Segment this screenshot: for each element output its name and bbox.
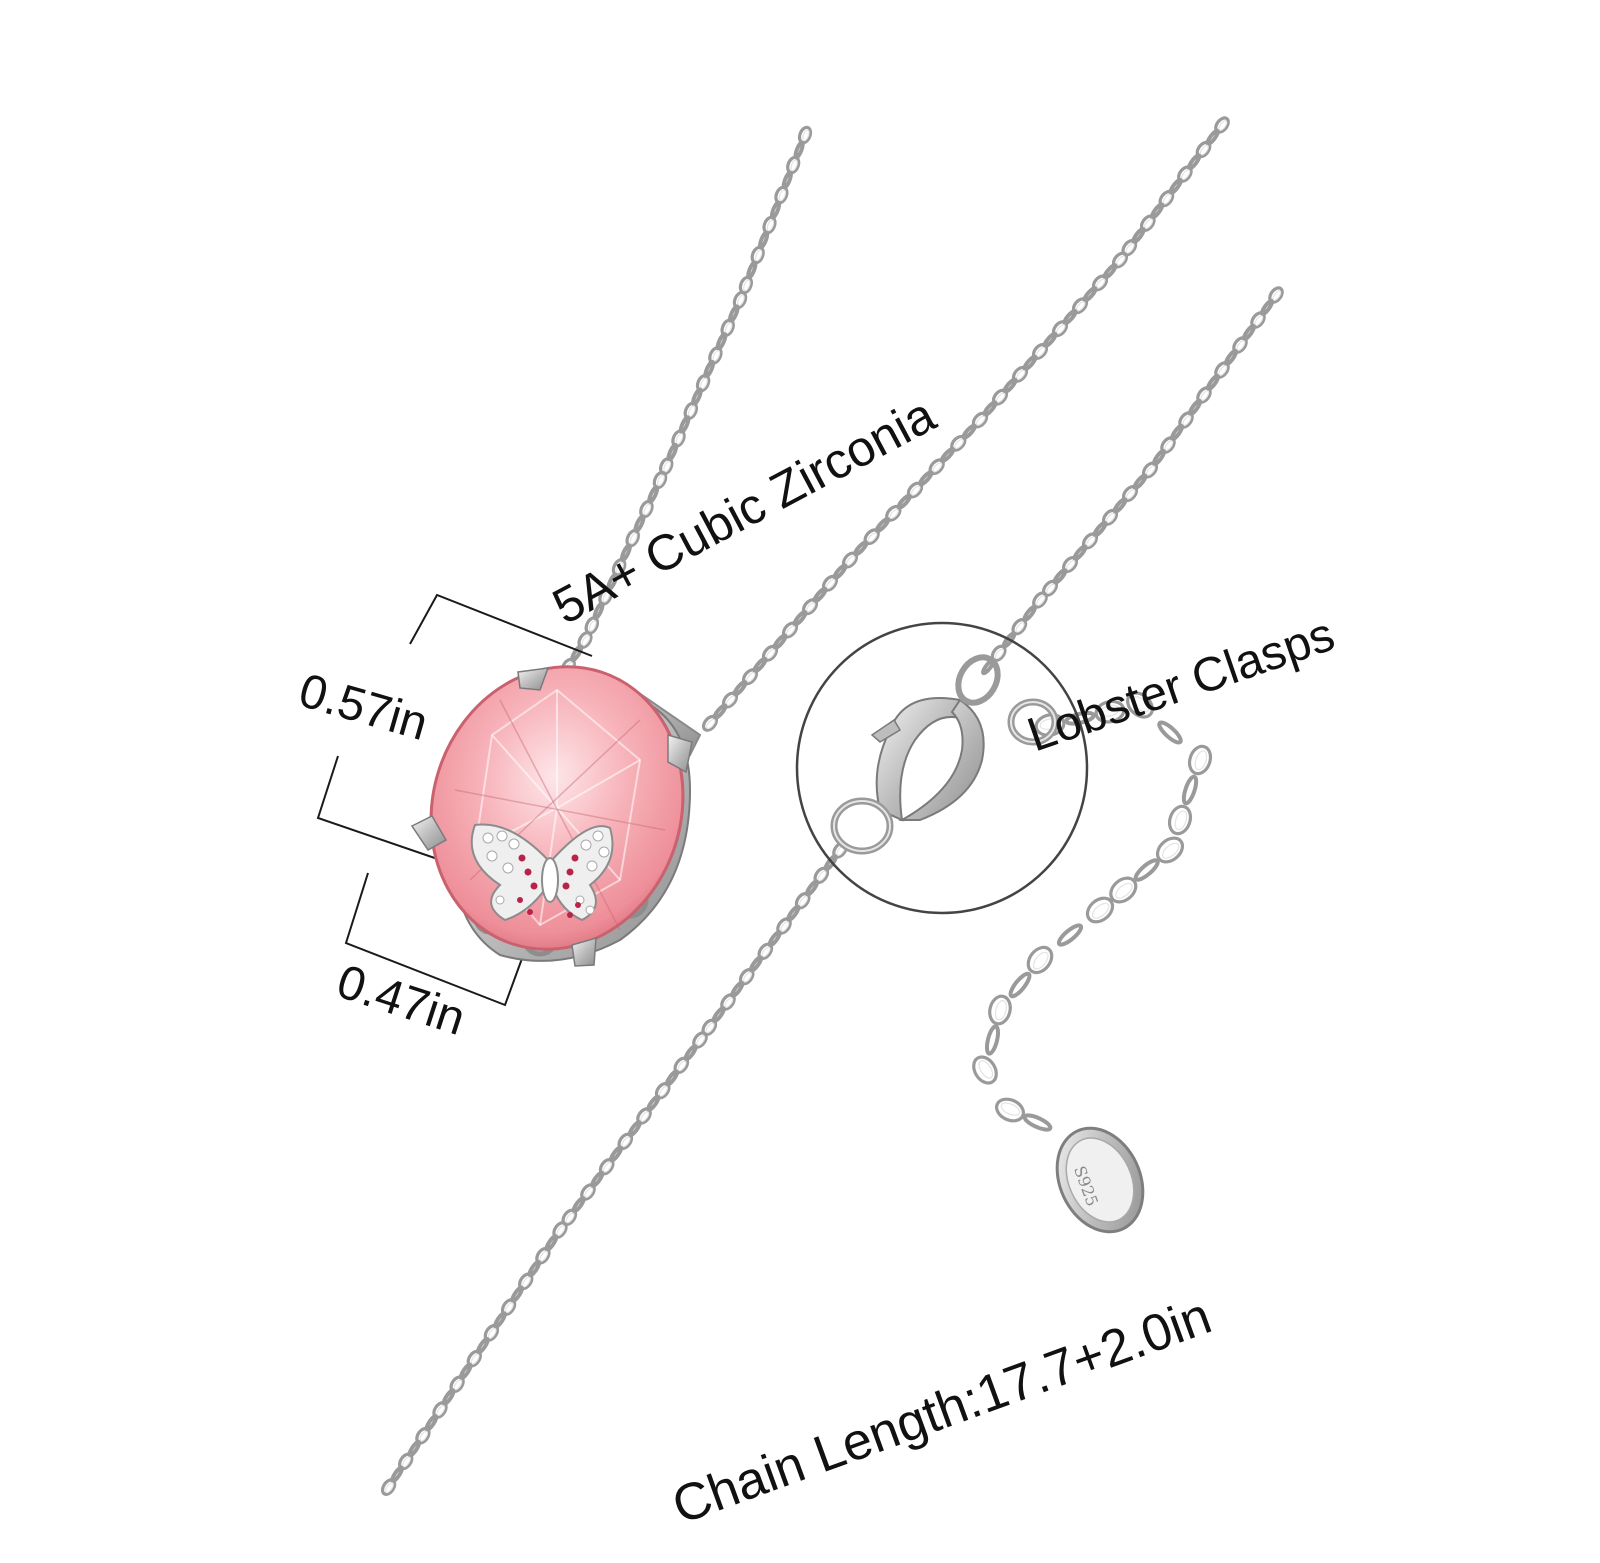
- chain-link-highlight: [705, 1022, 715, 1034]
- chain-link-highlight: [790, 159, 798, 172]
- chain-link-highlight: [743, 279, 751, 292]
- chain-link-highlight: [539, 1250, 549, 1262]
- chain-link-highlight: [1099, 704, 1121, 717]
- chain-link-highlight: [889, 508, 899, 520]
- chain-link: [1133, 858, 1160, 882]
- chain-link-highlight: [975, 415, 986, 426]
- chain-link-highlight: [565, 1212, 575, 1224]
- chain-link: [988, 994, 1012, 1026]
- chain-link-highlight: [402, 1456, 411, 1468]
- chain-link-highlight: [1146, 465, 1156, 476]
- chain-link: [1022, 1113, 1053, 1132]
- chain-link: [994, 1097, 1026, 1123]
- chain-link-highlight: [706, 718, 716, 730]
- chain-link-highlight: [724, 997, 734, 1008]
- chain-link-highlight: [584, 1187, 594, 1198]
- chain-link: [1167, 804, 1193, 836]
- chain-link-highlight: [640, 1111, 650, 1122]
- chain-link: [1056, 923, 1084, 947]
- chain-link-highlight: [1132, 696, 1150, 713]
- chain-link-highlight: [910, 485, 921, 496]
- chain-link: [1157, 720, 1183, 745]
- s925-tag: [1055, 1126, 1145, 1234]
- chain-link-highlight: [978, 1060, 994, 1079]
- chain-link-highlight: [677, 1060, 687, 1072]
- chain-link-highlight: [629, 532, 638, 545]
- chain-link-highlight: [616, 561, 624, 574]
- chain-link-highlight: [799, 895, 808, 907]
- chain-link-highlight: [817, 870, 827, 882]
- chain-link-highlight: [778, 189, 787, 202]
- chain-link-highlight: [663, 460, 671, 473]
- chain-link-highlight: [932, 462, 943, 473]
- chain-link: [1181, 774, 1199, 806]
- chain-link-highlight: [581, 634, 591, 647]
- chain-link: [984, 1024, 1001, 1056]
- chain-link-highlight: [603, 1161, 612, 1173]
- chain-link: [1008, 971, 1032, 999]
- chain-link-highlight: [1032, 951, 1049, 970]
- chain-link-highlight: [657, 474, 665, 487]
- chain-link-highlight: [1046, 583, 1056, 595]
- chain-link-highlight: [1015, 622, 1025, 633]
- chain-link: [1022, 604, 1037, 622]
- chain-link: [701, 714, 719, 732]
- chain-link-highlight: [761, 946, 771, 958]
- chain-link-highlight: [588, 620, 597, 632]
- chain-link-highlight: [1000, 1102, 1021, 1116]
- chain-link-highlight: [1036, 595, 1046, 606]
- chain-link-highlight: [994, 648, 1005, 660]
- extender-chain: [972, 691, 1213, 1132]
- chain-link-highlight: [802, 129, 810, 142]
- chain-link-highlight: [1161, 842, 1180, 859]
- chain-link-highlight: [954, 438, 964, 450]
- chain-link-highlight: [556, 1225, 566, 1237]
- chain-link-highlight: [1086, 536, 1096, 547]
- chain-link-highlight: [1126, 489, 1136, 500]
- chain-link-highlight: [994, 1000, 1007, 1021]
- chain-link-highlight: [696, 1035, 706, 1046]
- chain-link-highlight: [1174, 810, 1188, 831]
- chain-link: [380, 1478, 397, 1496]
- chain-link-highlight: [643, 503, 652, 516]
- chain-link-highlight: [867, 532, 878, 543]
- chain-link-highlight: [780, 921, 790, 932]
- chain-link-highlight: [754, 249, 763, 262]
- chain-link-highlight: [659, 1085, 668, 1097]
- butterfly-accent: [470, 823, 614, 922]
- chain-link-highlight: [522, 1276, 531, 1288]
- chain-link-highlight: [1066, 559, 1076, 571]
- chain-link-highlight: [621, 1136, 631, 1148]
- chain-link-highlight: [766, 219, 775, 232]
- clasp-detail-callout: [795, 621, 1089, 915]
- chain-link: [1109, 876, 1138, 904]
- chain-link: [972, 1055, 998, 1085]
- chain-link-highlight: [419, 1430, 429, 1442]
- chain-link-highlight: [436, 1405, 446, 1417]
- chain-link-highlight: [602, 591, 611, 603]
- necklace-chain: [380, 116, 1284, 1496]
- chain-link-highlight: [505, 1302, 514, 1314]
- pendant: [410, 665, 702, 967]
- chain-link-highlight: [1091, 902, 1110, 919]
- chain-link: [1187, 744, 1213, 776]
- chain-link-highlight: [1125, 242, 1135, 254]
- chain-link-highlight: [1194, 750, 1208, 771]
- chain-link: [1155, 836, 1185, 864]
- chain-link: [1126, 691, 1154, 719]
- chain-link: [1094, 699, 1126, 724]
- chain-link-highlight: [743, 971, 752, 983]
- chain-link-highlight: [385, 1482, 394, 1494]
- chain-link-highlight: [1115, 882, 1133, 899]
- chain-link: [1026, 945, 1054, 975]
- lobster-clasp: [830, 654, 1059, 855]
- chain-link-highlight: [1106, 512, 1116, 524]
- chain-link: [1085, 896, 1115, 924]
